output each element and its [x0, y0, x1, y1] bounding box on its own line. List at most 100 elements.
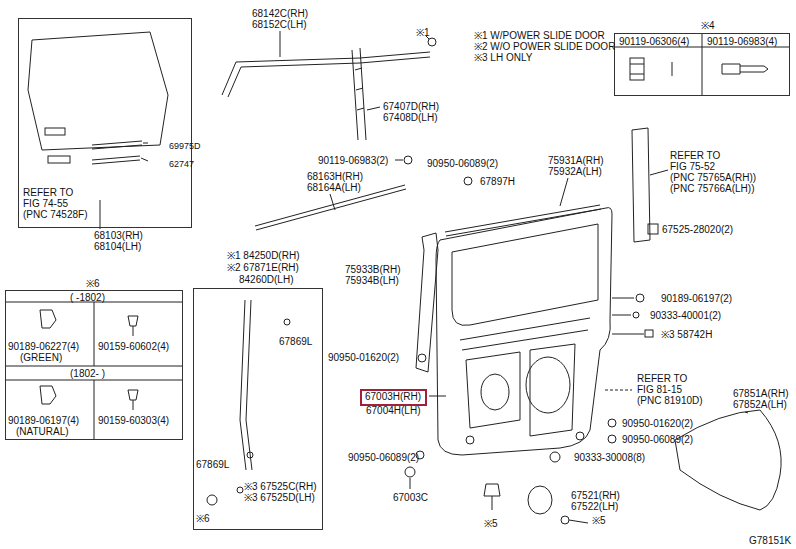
- leader-line: [560, 178, 568, 206]
- door-panel: [466, 436, 474, 444]
- leader-line: [745, 412, 748, 413]
- reference-note: FIG 81-15: [637, 384, 682, 395]
- part-number: 67869L: [196, 459, 229, 470]
- part-number: 90189-06197(2): [661, 293, 732, 304]
- leader-line: [395, 160, 403, 161]
- part-number: ※3 67525C(RH): [244, 481, 316, 492]
- part-number: 67003C: [393, 492, 428, 503]
- clip-icon: [484, 484, 500, 510]
- table-rule: [5, 302, 183, 440]
- part-number: (GREEN): [20, 352, 62, 363]
- part-number: (PNC 74528F): [23, 209, 87, 220]
- cap-icon: [405, 467, 415, 477]
- part-number: 62747: [169, 159, 194, 170]
- glass-sticker: [48, 156, 70, 163]
- part-number: 68152C(LH): [252, 19, 306, 30]
- part-number: ※5: [592, 515, 606, 526]
- leader-line: [100, 200, 101, 229]
- table-rule: [614, 33, 790, 96]
- door-panel: [576, 432, 584, 440]
- part-number: 75931A(RH): [548, 155, 604, 166]
- clip-icon: [128, 316, 138, 336]
- leader-line: [367, 107, 380, 110]
- window-opening: [452, 224, 598, 325]
- nut-icon: [630, 58, 644, 80]
- highlighted-part: 67003H(RH): [360, 389, 427, 406]
- part-number: 90333-40001(2): [650, 310, 721, 321]
- screw-icon: [428, 38, 436, 46]
- clip-icon: [418, 354, 426, 362]
- clip-icon: [284, 319, 290, 325]
- pad-icon: [645, 330, 653, 337]
- part-number: 67852A(LH): [733, 399, 787, 410]
- run-channel: [352, 48, 366, 140]
- part-number: 68164A(LH): [307, 182, 361, 193]
- reference-note: REFER TO: [637, 373, 687, 384]
- part-number: 75933B(RH): [345, 264, 401, 275]
- part-number: ※3 LH ONLY: [474, 52, 532, 63]
- part-number: 67851A(RH): [733, 388, 789, 399]
- part-number: 67003H(RH): [365, 391, 421, 402]
- part-number: 67897H: [480, 176, 515, 187]
- part-number: (NATURAL): [16, 426, 69, 437]
- leader-line: [330, 194, 335, 210]
- clip-icon: [633, 312, 639, 318]
- part-number: 90950-06089(2): [348, 452, 419, 463]
- part-number: 90333-30008(8): [574, 452, 645, 463]
- part-number: ※2 67871E(RH): [227, 262, 299, 273]
- clip-icon: [247, 452, 253, 458]
- frame-weatherstrip: [222, 52, 430, 97]
- upper-seal: [445, 205, 601, 236]
- bolt-icon: [404, 156, 412, 164]
- clip-icon: [128, 390, 138, 410]
- bolt-icon: [636, 294, 644, 302]
- reference-note: FIG 75-52: [670, 161, 715, 172]
- glass-run-strip: [92, 156, 140, 164]
- part-number: 68142C(RH): [252, 8, 308, 19]
- part-number: 90119-06983(4): [707, 36, 777, 47]
- part-number: ※4: [701, 20, 715, 31]
- part-number: 68104(LH): [94, 241, 141, 252]
- part-number: 67521(RH): [571, 490, 620, 501]
- reference-note: (PNC 75766A(LH)): [670, 183, 754, 194]
- pillar-garnish: [632, 128, 650, 242]
- part-number: 84260D(LH): [239, 274, 293, 285]
- part-number: 75934B(LH): [345, 275, 399, 286]
- part-number: 68103(RH): [94, 230, 143, 241]
- reference-note: (PNC 81910D): [637, 395, 703, 406]
- inset-box: 69975D62747REFER TOFIG 74-55(PNC 74528F): [18, 18, 192, 228]
- part-number: ※3 67525D(LH): [244, 492, 315, 503]
- fastener-table: ※6( -1802)90189-06227(4)(GREEN)90159-606…: [5, 290, 183, 440]
- glass-sticker: [45, 128, 65, 135]
- part-number: 90119-06983(2): [318, 155, 388, 166]
- part-number: ※1 W/POWER SLIDE DOOR: [474, 30, 605, 41]
- part-number: ※6: [196, 513, 210, 524]
- fastener-table: ※490119-06306(4)90119-06983(4): [614, 33, 790, 96]
- leader-line: [650, 170, 668, 175]
- inset-box: ※1 84250D(RH)※2 67871E(RH)84260D(LH)6786…: [193, 288, 323, 530]
- clip-icon: [648, 224, 658, 234]
- leader-line: [612, 298, 644, 334]
- door-panel: [460, 318, 590, 428]
- part-number: 67004H(LH): [366, 405, 420, 416]
- part-number: 90159-60303(4): [98, 415, 169, 426]
- inner-strip: [240, 300, 252, 470]
- part-number: ※1: [416, 27, 430, 38]
- door-panel: [526, 357, 570, 413]
- part-number: 90189-06197(4): [8, 415, 79, 426]
- part-number: ※5: [484, 518, 498, 529]
- nut-icon: [630, 62, 672, 76]
- leader-line: [569, 520, 588, 523]
- pillar-garnish: [416, 233, 438, 372]
- door-glass: [28, 32, 168, 150]
- part-number: 90119-06306(4): [619, 36, 689, 47]
- part-number: FIG 74-55: [23, 198, 68, 209]
- clip-icon: [608, 435, 616, 443]
- glass-run-strip: [92, 141, 142, 149]
- door-panel: [530, 344, 575, 436]
- part-number: ※6: [86, 278, 100, 289]
- part-number: ※3 58742H: [661, 329, 712, 340]
- bolt-icon: [722, 64, 768, 74]
- part-number: 67869L: [279, 336, 312, 347]
